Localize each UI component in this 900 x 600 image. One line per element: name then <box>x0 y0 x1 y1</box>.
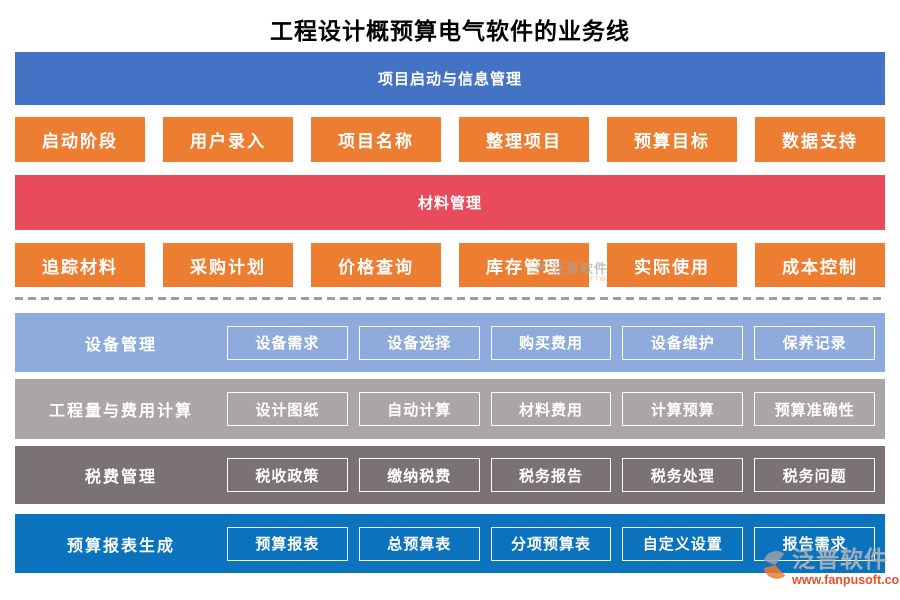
button-report-requirements[interactable]: 报告需求 <box>754 526 875 561</box>
button-budget-target[interactable]: 预算目标 <box>607 117 737 162</box>
button-budget-report[interactable]: 预算报表 <box>227 526 348 561</box>
button-equipment-maintenance[interactable]: 设备维护 <box>622 325 744 360</box>
tax-button-row: 税收政策 缴纳税费 税务报告 税务处理 税务问题 <box>227 458 885 492</box>
button-total-budget-table[interactable]: 总预算表 <box>358 526 480 561</box>
button-launch-phase[interactable]: 启动阶段 <box>15 117 145 162</box>
button-equipment-demand[interactable]: 设备需求 <box>227 325 348 360</box>
button-cost-control[interactable]: 成本控制 <box>755 243 885 287</box>
group-label-report: 预算报表生成 <box>66 537 175 555</box>
button-auto-calculation[interactable]: 自动计算 <box>358 392 480 426</box>
button-user-entry[interactable]: 用户录入 <box>163 117 293 162</box>
page-title: 工程设计概预算电气软件的业务线 <box>270 18 630 44</box>
banner-project-launch[interactable]: 项目启动与信息管理 <box>15 52 885 105</box>
material-button-row: 追踪材料 采购计划 价格查询 库存管理 实际使用 成本控制 <box>15 243 885 287</box>
button-material-cost[interactable]: 材料费用 <box>490 392 612 426</box>
project-button-row: 启动阶段 用户录入 项目名称 整理项目 预算目标 数据支持 <box>15 117 885 162</box>
group-budget-report-generation: 预算报表生成 预算报表 总预算表 分项预算表 自定义设置 报告需求 <box>15 514 885 573</box>
group-label-tax: 税费管理 <box>84 469 157 486</box>
button-tax-processing[interactable]: 税务处理 <box>622 458 744 492</box>
button-actual-usage[interactable]: 实际使用 <box>607 243 737 287</box>
group-tax-management: 税费管理 税收政策 缴纳税费 税务报告 税务处理 税务问题 <box>15 446 885 504</box>
button-organize-project[interactable]: 整理项目 <box>459 117 589 162</box>
button-tax-issues[interactable]: 税务问题 <box>754 458 875 492</box>
report-button-row: 预算报表 总预算表 分项预算表 自定义设置 报告需求 <box>227 526 885 561</box>
button-pay-taxes[interactable]: 缴纳税费 <box>358 458 480 492</box>
button-purchase-cost[interactable]: 购买费用 <box>490 325 612 360</box>
button-track-materials[interactable]: 追踪材料 <box>15 243 145 287</box>
button-tax-report[interactable]: 税务报告 <box>490 458 612 492</box>
button-design-drawings[interactable]: 设计图纸 <box>227 392 348 426</box>
button-itemized-budget-table[interactable]: 分项预算表 <box>490 526 612 561</box>
button-custom-settings[interactable]: 自定义设置 <box>622 526 744 561</box>
equipment-button-row: 设备需求 设备选择 购买费用 设备维护 保养记录 <box>227 325 885 360</box>
button-calculate-budget[interactable]: 计算预算 <box>622 392 744 426</box>
group-equipment-management: 设备管理 设备需求 设备选择 购买费用 设备维护 保养记录 <box>15 313 885 372</box>
button-price-query[interactable]: 价格查询 <box>311 243 441 287</box>
banner-material-management[interactable]: 材料管理 <box>15 175 885 230</box>
button-tax-policy[interactable]: 税收政策 <box>227 458 348 492</box>
button-purchase-plan[interactable]: 采购计划 <box>163 243 293 287</box>
group-label-quantity: 工程量与费用计算 <box>48 403 193 420</box>
button-budget-accuracy[interactable]: 预算准确性 <box>754 392 875 426</box>
group-quantity-cost-calculation: 工程量与费用计算 设计图纸 自动计算 材料费用 计算预算 预算准确性 <box>15 379 885 439</box>
button-maintenance-records[interactable]: 保养记录 <box>754 325 875 360</box>
button-inventory-management[interactable]: 库存管理 <box>459 243 589 287</box>
quantity-button-row: 设计图纸 自动计算 材料费用 计算预算 预算准确性 <box>227 392 885 426</box>
button-equipment-selection[interactable]: 设备选择 <box>358 325 480 360</box>
group-label-equipment: 设备管理 <box>84 336 157 354</box>
button-project-name[interactable]: 项目名称 <box>311 117 441 162</box>
button-data-support[interactable]: 数据支持 <box>755 117 885 162</box>
dashed-divider <box>15 297 885 300</box>
